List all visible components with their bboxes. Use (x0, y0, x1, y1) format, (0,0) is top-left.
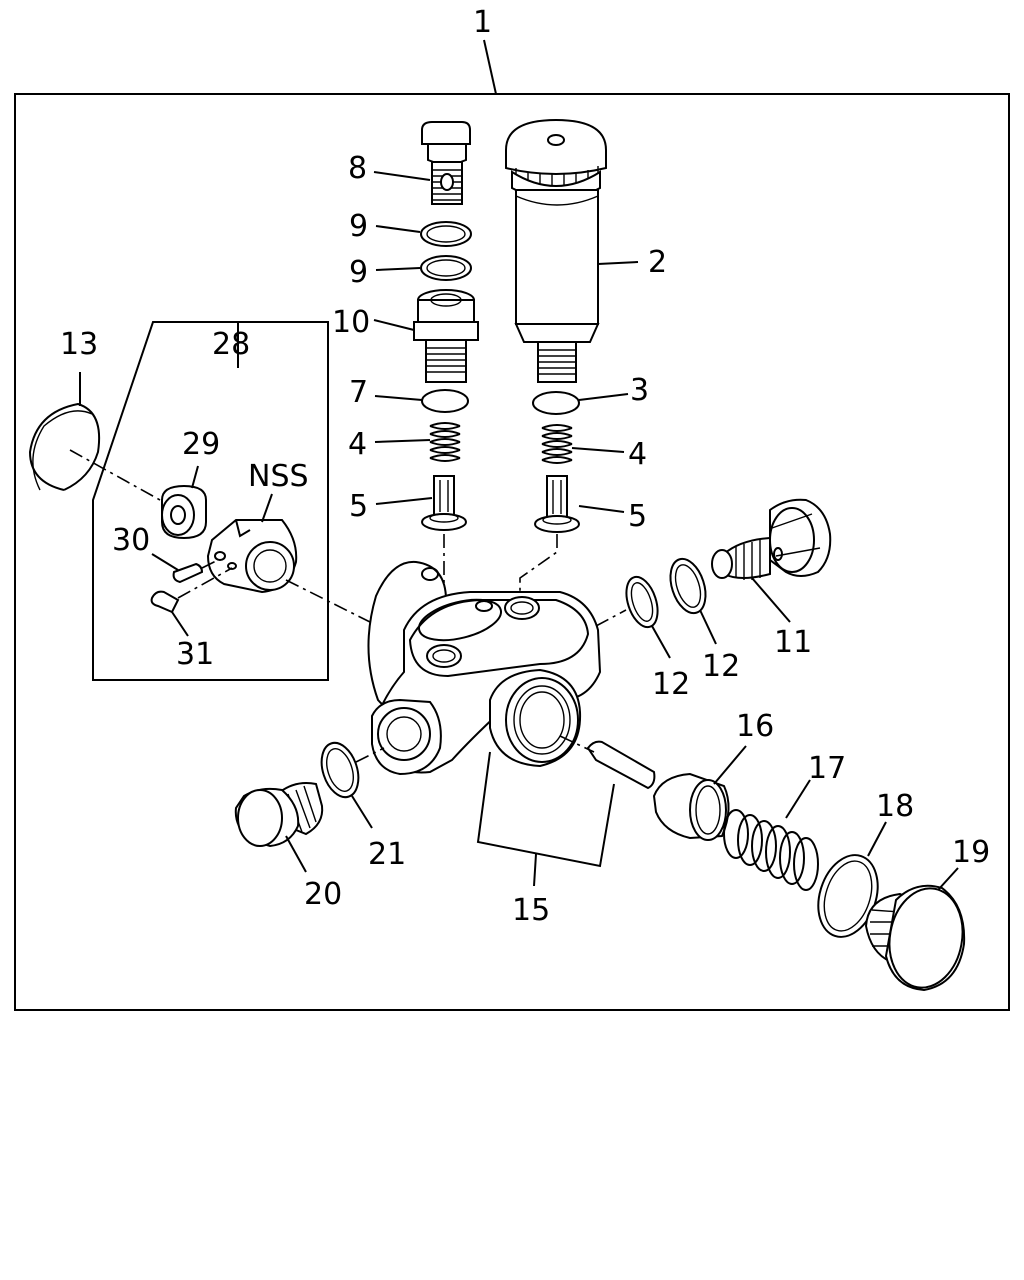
part-19-cap (864, 884, 966, 992)
label-part-21: 21 (368, 837, 406, 872)
part-10-adaptor (413, 289, 479, 383)
leader-29 (191, 465, 199, 489)
label-part-12-a: 12 (652, 667, 690, 702)
leader-18 (867, 821, 887, 857)
part-8-banjo-bolt (421, 121, 471, 205)
centerline-tappet (285, 579, 371, 623)
leader-1 (483, 39, 497, 95)
label-part-5-right: 5 (628, 499, 647, 534)
part-12-washer-a (625, 575, 659, 629)
leader-9a (375, 225, 421, 233)
label-part-20: 20 (304, 877, 342, 912)
part-4-spring-right (541, 424, 573, 464)
label-part-8: 8 (348, 151, 367, 186)
leader-4b (571, 447, 625, 453)
label-part-30: 30 (112, 523, 150, 558)
label-part-12-b: 12 (702, 649, 740, 684)
part-2-priming-pump (505, 118, 607, 383)
part-20-plug (234, 782, 324, 848)
label-part-5-left: 5 (349, 489, 368, 524)
centerline-15 (559, 735, 595, 753)
part-5-valve-right (534, 475, 580, 533)
leader-21 (351, 795, 373, 829)
leader-5b (578, 505, 625, 513)
label-part-7: 7 (349, 375, 368, 410)
centerline-30 (201, 559, 219, 569)
label-part-11: 11 (774, 625, 812, 660)
label-part-17: 17 (808, 751, 846, 786)
leader-4a (374, 439, 431, 443)
leader-15 (533, 853, 537, 887)
label-part-13: 13 (60, 327, 98, 362)
label-part-16: 16 (736, 709, 774, 744)
label-part-31: 31 (176, 637, 214, 672)
pump-body (367, 560, 602, 776)
part-4-spring-left (429, 422, 461, 462)
leader-10 (373, 319, 415, 331)
leader-8 (373, 171, 431, 181)
leader-31 (171, 611, 189, 637)
part-16-sleeve (652, 772, 730, 841)
label-nss: NSS (248, 459, 309, 494)
leader-7 (374, 395, 423, 401)
part-11-banjo-bolt (711, 498, 832, 580)
assembly-frame (14, 93, 1010, 1011)
part-15-pin (586, 740, 656, 790)
leader-9b (375, 267, 421, 271)
leader-12a (651, 625, 671, 659)
leader-20 (285, 835, 307, 873)
part-13-snap-ring-inner (32, 410, 93, 491)
part-31-pin (150, 590, 180, 614)
centerline-13 (69, 449, 161, 501)
leader-3 (578, 393, 629, 401)
label-part-19: 19 (952, 835, 990, 870)
leader-19 (937, 867, 959, 891)
part-13-snap-ring (28, 402, 100, 491)
label-part-9-lower: 9 (349, 255, 368, 290)
part-9-washer-lower (420, 255, 472, 281)
leader-2 (597, 261, 639, 265)
centerline-31 (177, 567, 233, 599)
part-9-washer-upper (420, 221, 472, 247)
leader-12b (699, 609, 717, 645)
label-part-10: 10 (332, 305, 370, 340)
label-part-4-right: 4 (628, 437, 647, 472)
label-part-15: 15 (512, 893, 550, 928)
leader-17 (785, 779, 811, 819)
part-5-valve-left (421, 475, 467, 531)
label-part-28: 28 (212, 327, 250, 362)
part-7-o-ring (421, 389, 469, 413)
label-part-18: 18 (876, 789, 914, 824)
leader-16 (713, 745, 747, 785)
part-12-washer-b (669, 557, 707, 615)
leader-nss (261, 493, 273, 523)
leader-30 (151, 553, 179, 571)
part-nss-tappet (206, 519, 298, 594)
part-3-o-ring (532, 391, 580, 415)
bracket-15 (476, 751, 615, 868)
label-part-2: 2 (648, 245, 667, 280)
label-part-1: 1 (473, 5, 492, 40)
part-17-spring (723, 809, 819, 891)
label-part-9-upper: 9 (349, 209, 368, 244)
subassembly-box-28 (92, 321, 329, 681)
centerline-11 (595, 609, 627, 627)
label-part-3: 3 (630, 373, 649, 408)
part-30-pin (172, 562, 204, 584)
centerline-right (519, 534, 558, 612)
centerline-21 (355, 747, 385, 763)
label-part-4-left: 4 (348, 427, 367, 462)
leader-11 (751, 577, 791, 623)
part-29-roller (161, 484, 207, 540)
label-part-29: 29 (182, 427, 220, 462)
leader-5a (375, 497, 433, 505)
part-21-washer (320, 741, 360, 799)
